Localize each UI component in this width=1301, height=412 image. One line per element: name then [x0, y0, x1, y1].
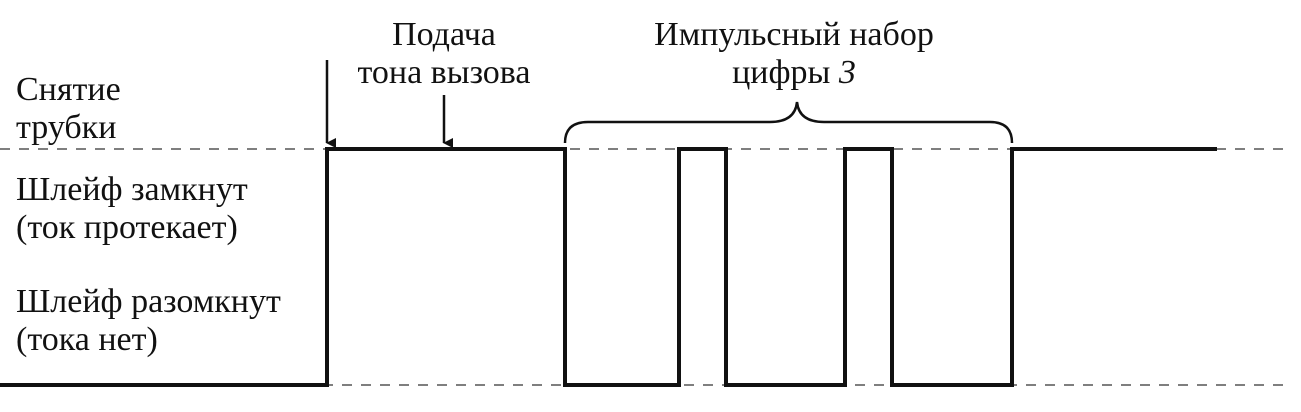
loop-closed-label: Шлейф замкнут (ток протекает): [16, 171, 248, 247]
dial-tone-label-line-2: тона вызова: [357, 54, 531, 91]
loop-open-label-line-1: Шлейф разомкнут: [16, 283, 281, 320]
loop-closed-label-line-2: (ток протекает): [16, 209, 238, 246]
off-hook-label-line-1: Снятие: [16, 71, 121, 108]
pulse-dialing-label-line-2: цифры 3: [622, 54, 966, 92]
dial-tone-label: Подача тона вызова: [344, 16, 544, 92]
off-hook-label-line-2: трубки: [16, 109, 117, 146]
pulse-dialing-word: цифры: [732, 54, 831, 91]
loop-current-waveform: [0, 147, 1217, 387]
pulse-dialing-label: Импульсный набор цифры 3: [622, 16, 966, 92]
off-hook-label: Снятие трубки: [16, 71, 121, 147]
pulse-dialing-digit: 3: [838, 54, 856, 91]
loop-open-label-line-2: (тока нет): [16, 321, 158, 358]
dial-tone-label-line-1: Подача: [392, 16, 496, 53]
pulse-group-brace: [563, 101, 1014, 144]
loop-open-label: Шлейф разомкнут (тока нет): [16, 283, 281, 359]
loop-closed-label-line-1: Шлейф замкнут: [16, 171, 248, 208]
pulse-dialing-label-line-1: Импульсный набор: [654, 16, 934, 53]
